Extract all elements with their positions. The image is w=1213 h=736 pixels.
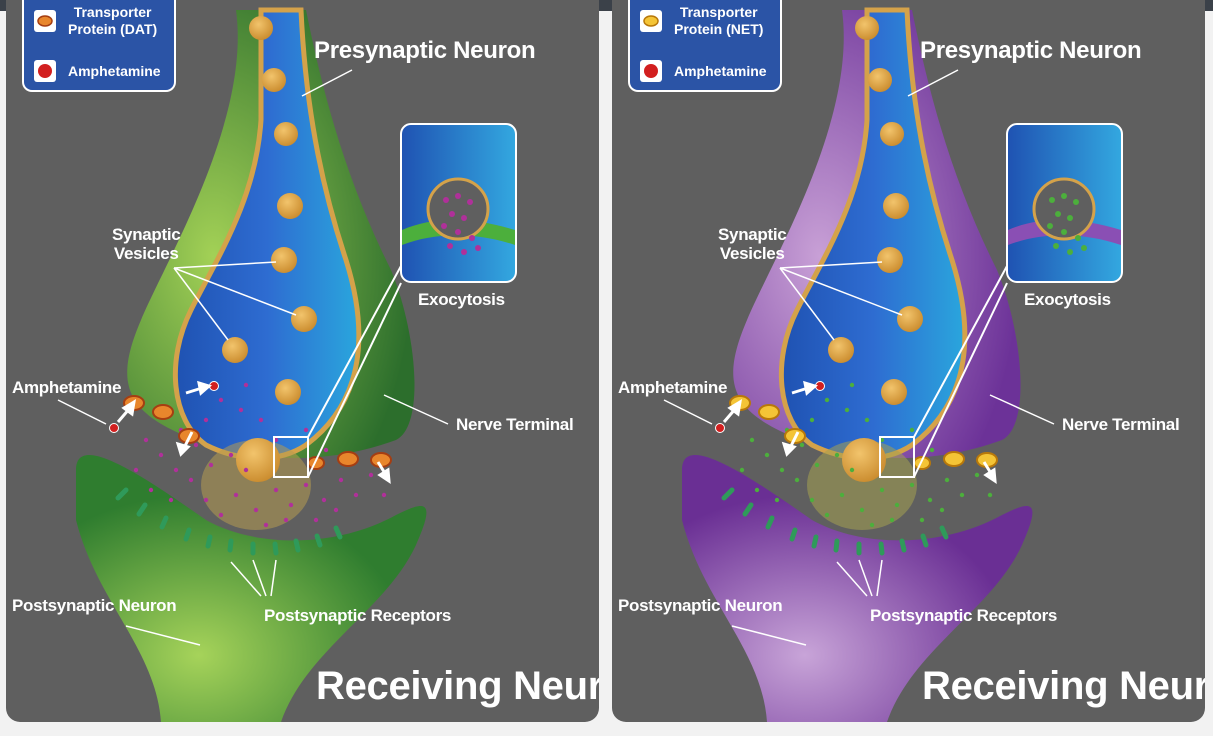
- leader-lines: [663, 69, 1055, 646]
- transport-arrows: [722, 380, 997, 484]
- synaptic-cleft: [807, 440, 917, 530]
- postsynaptic-neuron-label: Postsynaptic Neuron: [12, 596, 177, 615]
- legend-amphetamine: Amphetamine: [34, 60, 161, 82]
- transport-arrows: [116, 380, 391, 484]
- amphetamine-molecules: [715, 381, 825, 433]
- legend-transporter-line1: Transporter: [679, 4, 758, 20]
- net-synapse-illustration: [663, 7, 1123, 722]
- amphetamine-label: Amphetamine: [12, 378, 122, 397]
- presynaptic-neuron-label: Presynaptic Neuron: [314, 37, 536, 64]
- legend-transporter-line2: Protein (DAT): [68, 20, 158, 37]
- exocytosis-label: Exocytosis: [418, 290, 505, 309]
- receiving-neuron-label: Receiving Neuron: [922, 664, 1205, 708]
- neurotransmitter-dots: [133, 382, 387, 528]
- top-bar: [0, 0, 1213, 11]
- amphetamine-label: Amphetamine: [618, 378, 728, 397]
- exocytosis-inset: [1006, 123, 1123, 283]
- nerve-terminal-label: Nerve Terminal: [1062, 415, 1180, 434]
- postsynaptic-neuron-label: Postsynaptic Neuron: [618, 596, 783, 615]
- presynaptic-neuron-label: Presynaptic Neuron: [920, 37, 1142, 64]
- legend-transporter-line2: Protein (NET): [674, 20, 764, 37]
- transporter-swatch-icon: [34, 9, 56, 32]
- legend-amphetamine-label: Amphetamine: [674, 62, 767, 79]
- dat-synapse-illustration: [57, 7, 517, 722]
- amphetamine-swatch-icon: [34, 60, 56, 82]
- neurotransmitter-dots: [739, 382, 993, 528]
- exocytosis-label: Exocytosis: [1024, 290, 1111, 309]
- nerve-terminal-label: Nerve Terminal: [456, 415, 574, 434]
- exocytosis-site-box: [879, 436, 915, 478]
- legend-transporter-line1: Transporter: [73, 4, 152, 20]
- postsynaptic-receptors-label: Postsynaptic Receptors: [264, 606, 452, 625]
- amphetamine-swatch-icon: [640, 60, 662, 82]
- transporter-swatch-icon: [640, 9, 662, 32]
- receiving-neuron-label: Receiving Neuron: [316, 664, 599, 708]
- legend-amphetamine-label: Amphetamine: [68, 62, 161, 79]
- exocytosis-site-box: [273, 436, 309, 478]
- amphetamine-molecules: [109, 381, 219, 433]
- postsynaptic-receptors: [115, 487, 343, 556]
- postsynaptic-receptors: [721, 487, 949, 556]
- legend-amphetamine: Amphetamine: [640, 60, 767, 82]
- postsynaptic-receptors-label: Postsynaptic Receptors: [870, 606, 1058, 625]
- synaptic-vesicles: [222, 16, 317, 482]
- exocytosis-inset: [400, 123, 517, 283]
- leader-lines: [57, 69, 449, 646]
- synaptic-cleft: [201, 440, 311, 530]
